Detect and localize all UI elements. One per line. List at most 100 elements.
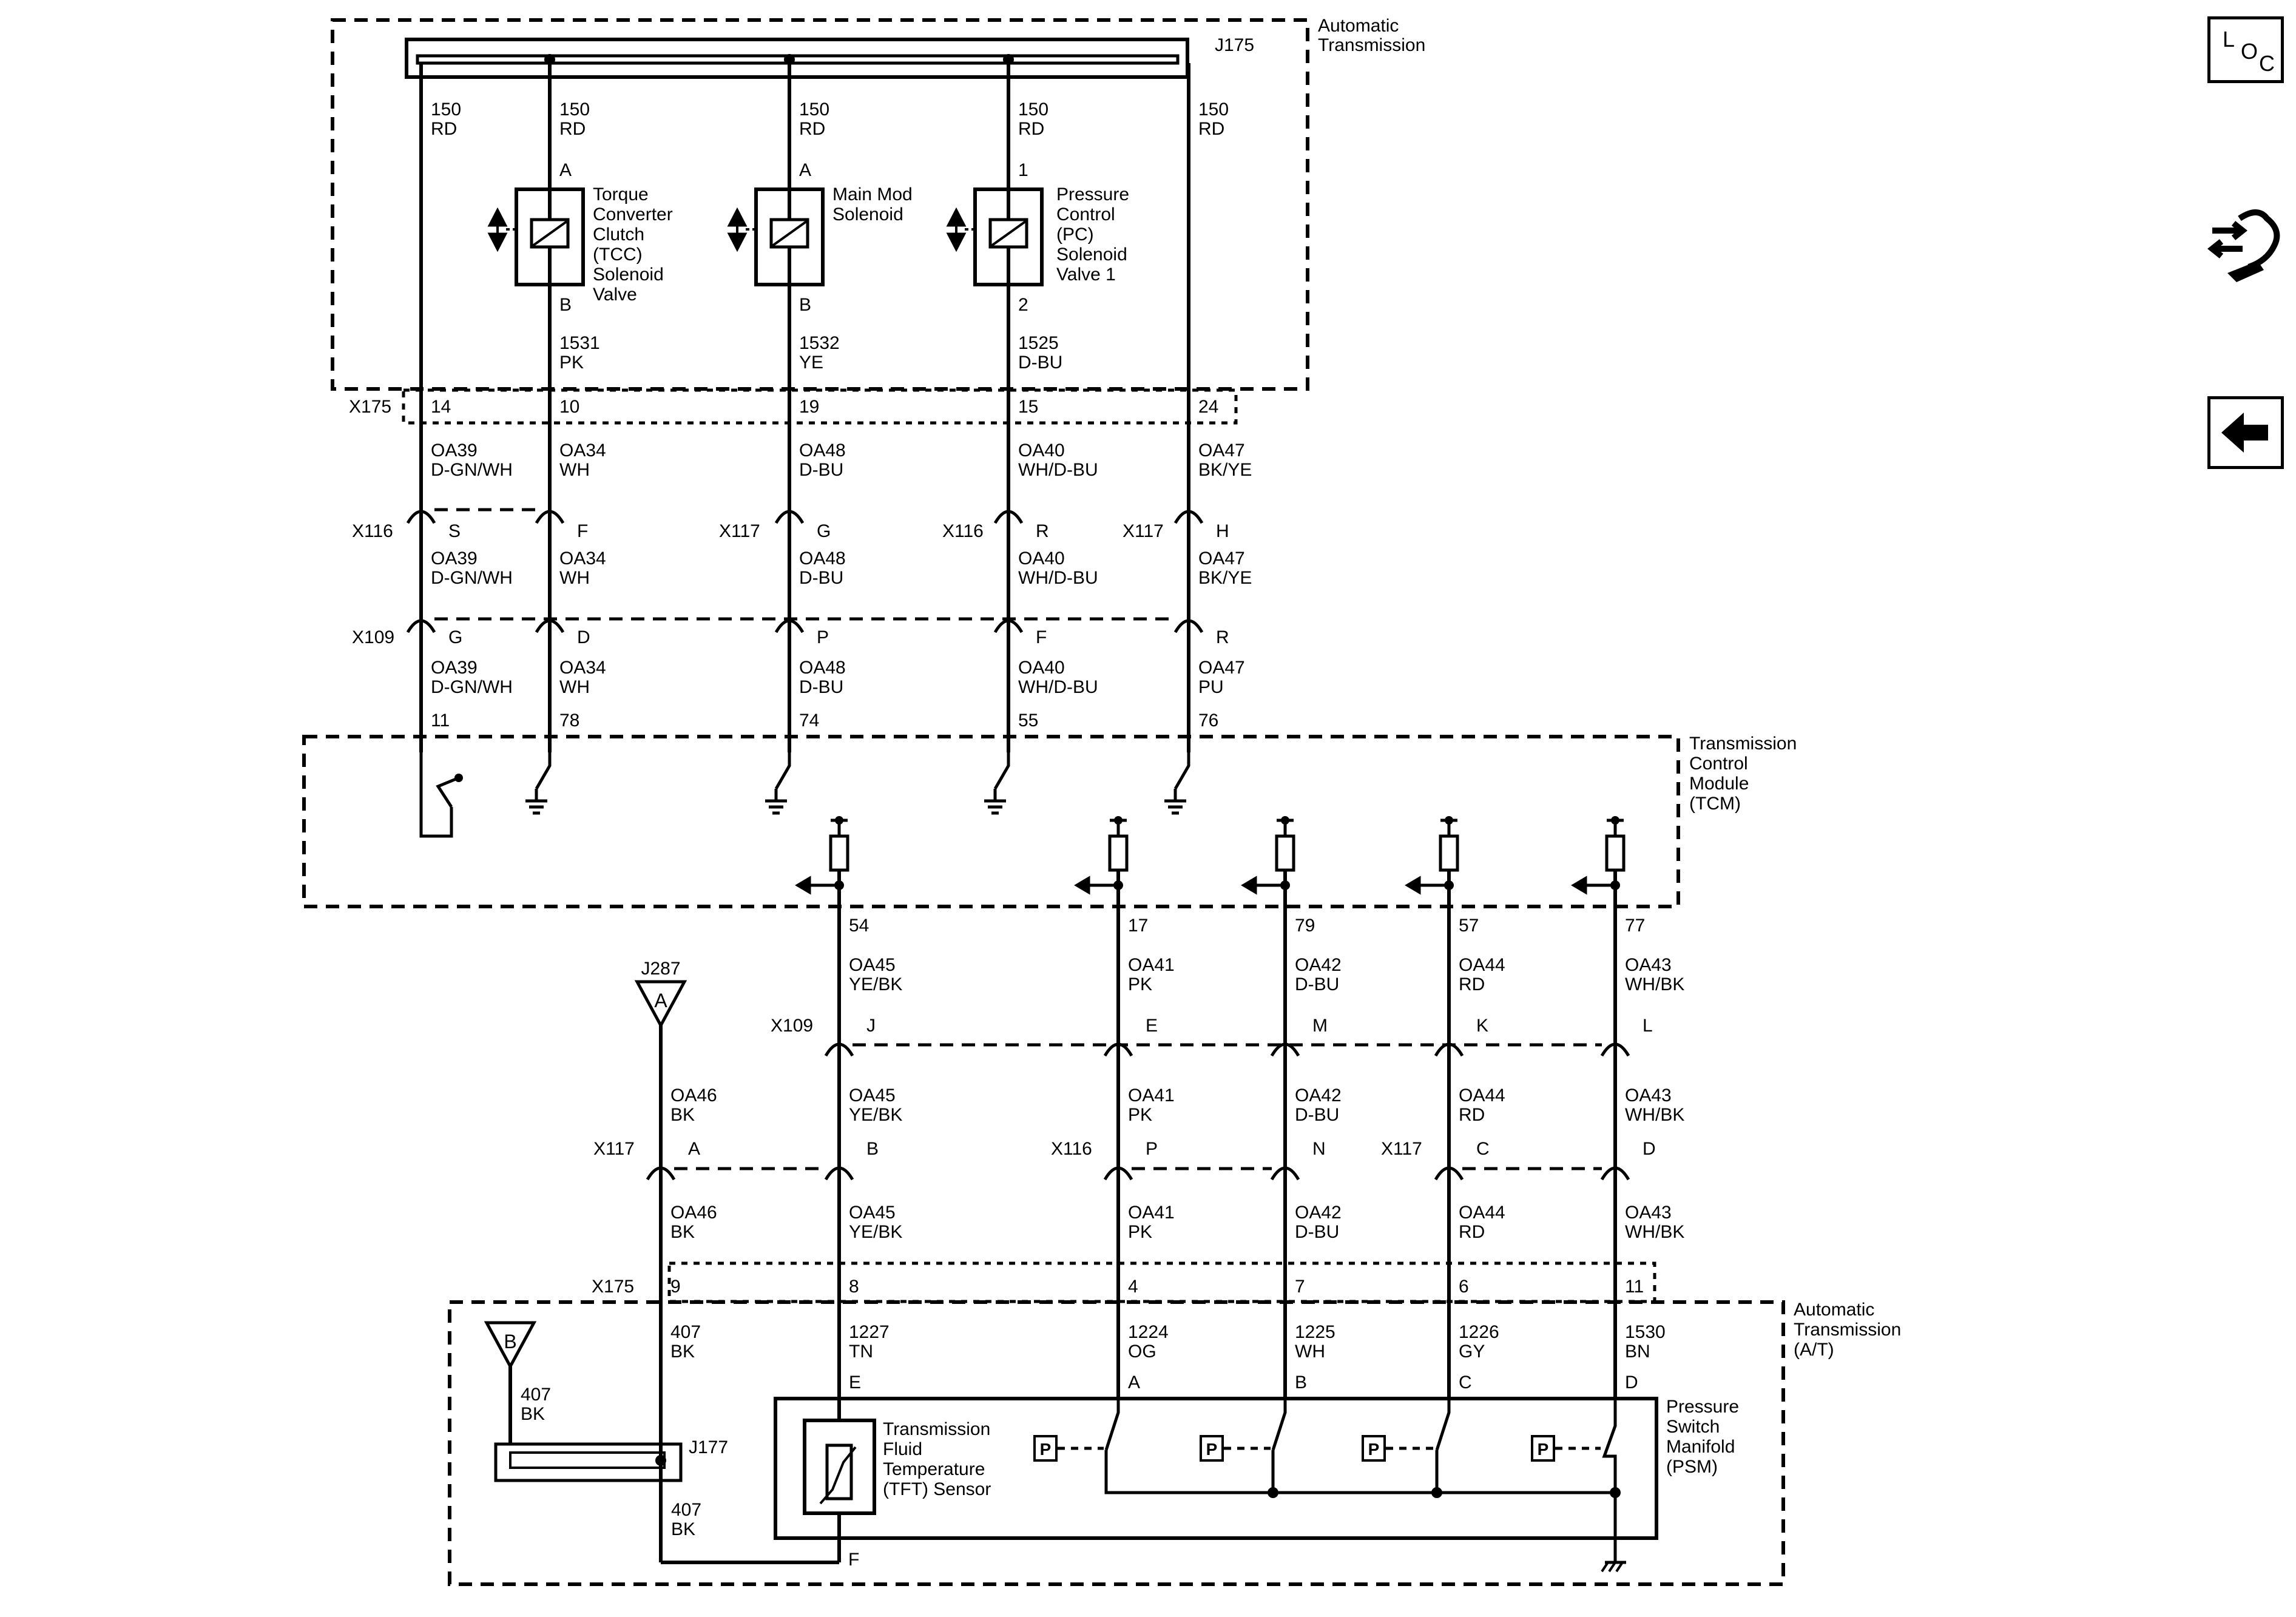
x116-pin-arc-0 [406, 510, 436, 524]
tft-label-3: (TFT) Sensor [883, 1479, 991, 1499]
x109-pin-arc-2 [774, 619, 805, 633]
tft-label-2: Temperature [883, 1459, 985, 1479]
bottom-low-wire-2-circuit: OA41 [1128, 1203, 1175, 1223]
j175-splice-inner [416, 54, 1180, 65]
bottom-tcm-wire-3-color: D-BU [1295, 974, 1339, 994]
x116-pin-1: F [577, 521, 588, 541]
tcm-driver-2 [993, 752, 1010, 790]
x175-b-pin-0: 9 [670, 1277, 681, 1297]
psm-ground-hatch-2 [1608, 1561, 1616, 1573]
tcm-input-arrow-2 [1074, 876, 1090, 895]
wire-a-1-circuit: OA34 [559, 441, 606, 461]
x116-b-pin-3: N [1312, 1139, 1326, 1159]
top-wire-1-150-circuit: 150 [559, 100, 590, 120]
psm-pressure-box-1 [1200, 1435, 1224, 1462]
x175-b-pin-5: 11 [1625, 1277, 1644, 1297]
x175-pin-0: 14 [431, 397, 451, 417]
x175-b-pin-3: 7 [1295, 1277, 1305, 1297]
j177-output-wire-color: BK [671, 1519, 695, 1539]
psm-pressure-p-2: P [1368, 1440, 1380, 1459]
tcc-label-0: Torque [593, 184, 649, 204]
solenoid-output-3-color: D-BU [1018, 353, 1062, 373]
x117-116-b-arc-2 [1103, 1166, 1133, 1181]
x109-label-2: X109 [771, 1016, 813, 1036]
bottom-internal-wire-5-circuit: 1530 [1625, 1322, 1666, 1342]
x175-pin-4: 24 [1198, 397, 1218, 417]
x109-pin-0: G [448, 627, 462, 647]
solenoid-pin-bottom-3: 2 [1018, 295, 1028, 315]
top-wire-2-150-circuit: 150 [799, 100, 829, 120]
bottom-mid-wire-1-color: YE/BK [849, 1105, 902, 1125]
psm-pressure-p-0: P [1040, 1440, 1052, 1459]
tcm-pullup-resistor-2 [1108, 834, 1129, 872]
bottom-tcm-wire-2-circuit: OA41 [1128, 955, 1175, 975]
bottom-mid-wire-1-circuit: OA45 [849, 1085, 896, 1106]
bottom-low-wire-3-circuit: OA42 [1295, 1203, 1342, 1223]
wire-a-3-color: WH/D-BU [1018, 460, 1098, 480]
x175-bottom-connector-outline [667, 1261, 1656, 1303]
bottom-tcm-wire-4-circuit: OA44 [1459, 955, 1505, 975]
ground-ref-b: B [504, 1331, 516, 1352]
connector-end-view-icon [2207, 209, 2280, 282]
wire-b-0-color: D-GN/WH [431, 568, 513, 588]
x175-label-top: X175 [349, 397, 391, 417]
pc-label-2: (PC) [1056, 224, 1094, 245]
psm-label-3: Manifold [1666, 1437, 1735, 1457]
back-button[interactable] [2207, 396, 2284, 469]
psm-pressure-p-3: P [1538, 1440, 1549, 1459]
bottom-internal-wire-0-color: BK [670, 1342, 695, 1362]
bottom-mid-wire-3-circuit: OA42 [1295, 1085, 1342, 1106]
tcm-label-4: (TCM) [1689, 794, 1741, 814]
tcm-pullup-resistor-4 [1439, 834, 1459, 872]
bottom-mid-wire-5-color: WH/BK [1625, 1105, 1684, 1125]
top-wire-0-150-color: RD [431, 119, 457, 139]
psm-pin-1: E [849, 1372, 861, 1393]
bottom-mid-wire-2-color: PK [1128, 1105, 1152, 1125]
tcm-pin-3: 55 [1018, 711, 1038, 731]
wire-a-4-circuit: OA47 [1198, 441, 1245, 461]
tcm-pullup-resistor-5 [1605, 834, 1626, 872]
tcm-driver-3 [1173, 752, 1190, 790]
psm-switch-1 [1271, 1399, 1287, 1451]
tft-pin-f: F [848, 1550, 859, 1570]
x117-label-1: X117 [719, 521, 760, 541]
bottom-mid-wire-0-circuit: OA46 [670, 1085, 717, 1106]
solenoid-pin-top-2: A [799, 160, 811, 180]
x117-116-b-arc-3 [1270, 1166, 1300, 1181]
ref-b-wire-label-circuit: 407 [521, 1385, 551, 1405]
x116-b-pin-1: B [866, 1139, 879, 1159]
x116-label-2: X116 [942, 521, 984, 541]
pc-label-4: Valve 1 [1056, 265, 1116, 285]
wire-c-4-circuit: OA47 [1198, 658, 1245, 678]
wire-c-0-color: D-GN/WH [431, 677, 513, 697]
bottom-mid-wire-0-color: BK [670, 1105, 695, 1125]
connector-end-view-button[interactable] [2206, 200, 2285, 285]
bottom-internal-wire-3-circuit: 1225 [1295, 1322, 1335, 1342]
x116-pin-arc-4 [1173, 510, 1204, 524]
j175-junction-3 [1003, 54, 1014, 65]
wire-b-1-circuit: OA34 [559, 549, 606, 569]
top-wire-1-150-color: RD [559, 119, 586, 139]
tcm-pin-4: 76 [1198, 711, 1218, 731]
x117-label-4: X117 [1381, 1139, 1422, 1159]
tcc-label-1: Converter [593, 204, 673, 224]
psm-pressure-p-1: P [1206, 1440, 1218, 1459]
j175-junction-2 [784, 54, 795, 65]
bottom-low-wire-0-circuit: OA46 [670, 1203, 717, 1223]
loc-icon-c: C [2259, 51, 2275, 76]
j177-splice-inner [509, 1451, 666, 1469]
wire-b-0-circuit: OA39 [431, 549, 478, 569]
loc-button[interactable]: L O C [2207, 16, 2284, 83]
psm-ground-hatch-3 [1615, 1561, 1624, 1573]
tcm-outline [302, 735, 1680, 908]
x175-b-pin-4: 6 [1459, 1277, 1469, 1297]
x109-b-pin-5: L [1643, 1016, 1653, 1036]
tcm-switch-11-contact [454, 774, 463, 782]
tcc-label-2: Clutch [593, 224, 644, 245]
automatic-transmission-top-outline [331, 18, 1309, 391]
bottom-internal-wire-2-circuit: 1224 [1128, 1322, 1169, 1342]
x116-pin-0: S [448, 521, 461, 541]
solenoid-pin-top-1: A [559, 160, 572, 180]
wire-c-0-circuit: OA39 [431, 658, 478, 678]
tcm-driver-0 [535, 752, 552, 790]
